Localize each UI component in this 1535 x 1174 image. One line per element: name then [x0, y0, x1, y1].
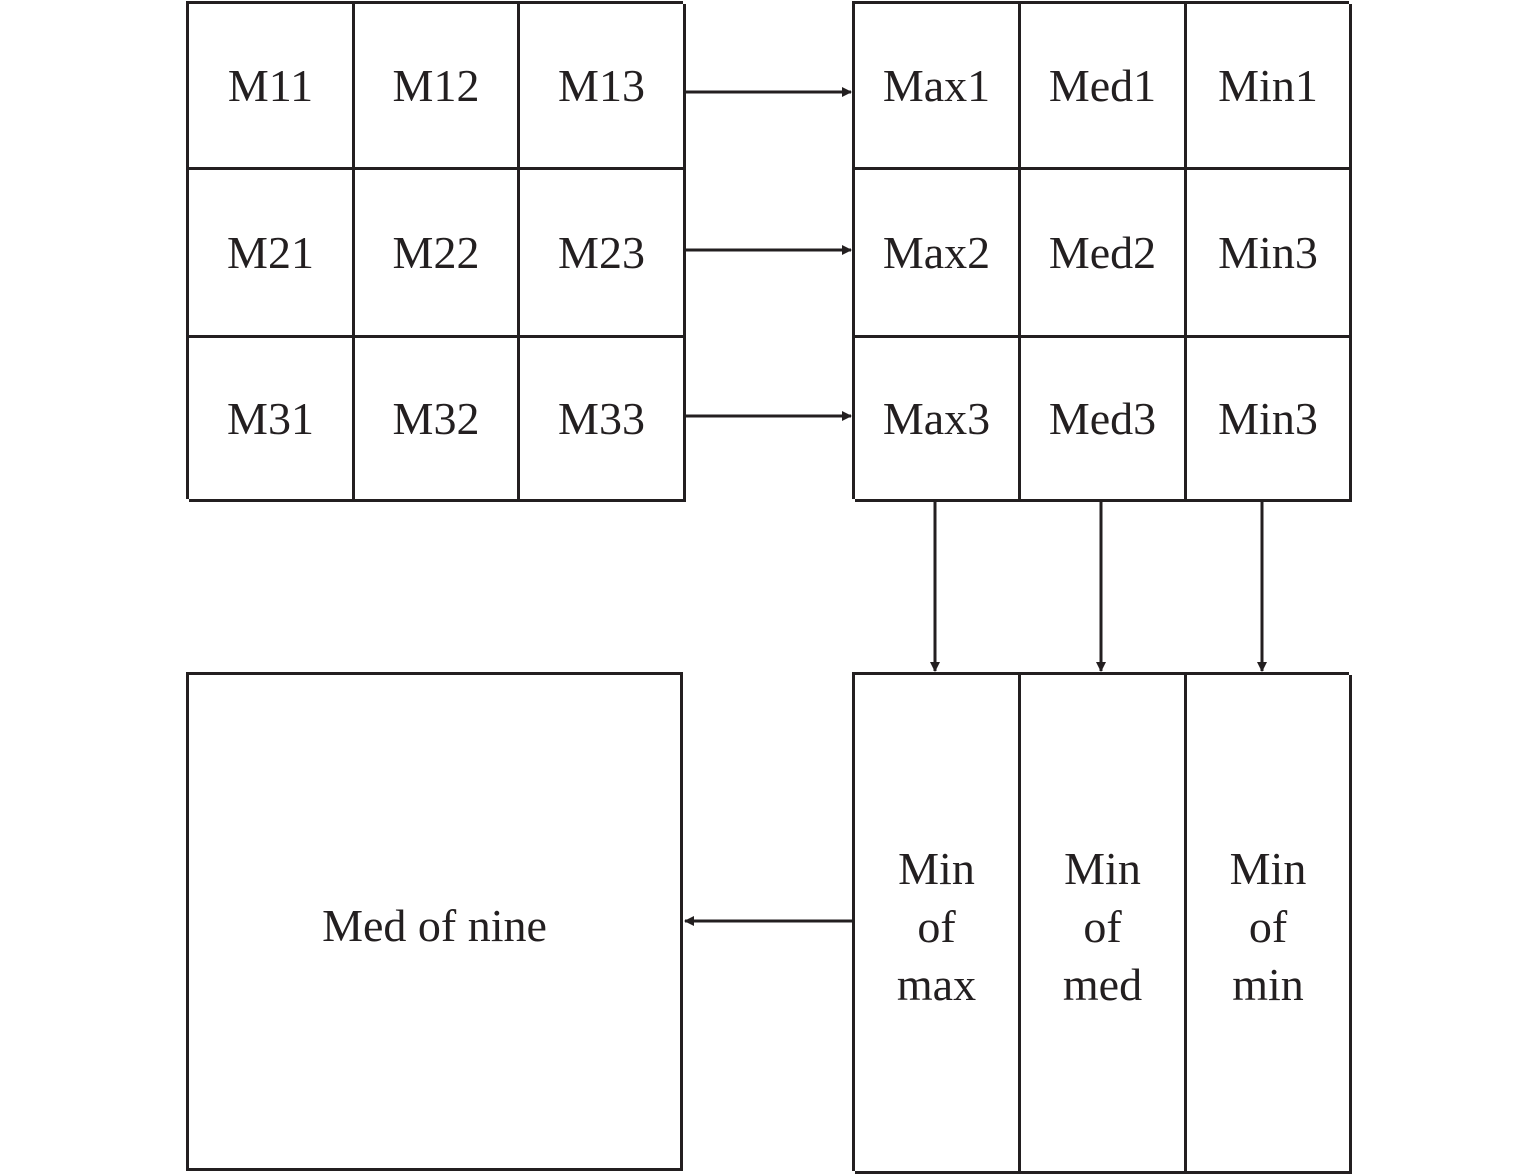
input-cell-m12: M12: [355, 4, 520, 170]
stage2-label-line: med: [1062, 959, 1143, 1010]
result-label: Med of nine: [322, 900, 547, 951]
input-cell-m21: M21: [189, 170, 355, 338]
stage2-label-line: min: [1232, 959, 1304, 1010]
sorted-cell-min-row2: Min3: [1187, 170, 1352, 338]
sorted-cell-med3: Med3: [1021, 338, 1187, 502]
sorted-cell-max2: Max2: [855, 170, 1021, 338]
sorted-cell-min-row3: Min3: [1187, 338, 1352, 502]
stage2-label-line: Min: [898, 843, 975, 894]
input-cell-m31: M31: [189, 338, 355, 502]
input-matrix-grid: M11 M12 M13 M21 M22 M23 M31 M32 M33: [186, 1, 686, 502]
input-cell-m13: M13: [520, 4, 686, 170]
sorted-cell-max1: Max1: [855, 4, 1021, 170]
sorted-cell-med1: Med1: [1021, 4, 1187, 170]
stage2-label-line: Min: [1064, 843, 1141, 894]
input-cell-m32: M32: [355, 338, 520, 502]
stage2-cell-min-of-max: Min of max: [855, 675, 1021, 1174]
sorted-cell-min1: Min1: [1187, 4, 1352, 170]
input-cell-m23: M23: [520, 170, 686, 338]
sorted-cell-max3: Max3: [855, 338, 1021, 502]
row-sorted-grid: Max1 Med1 Min1 Max2 Med2 Min3 Max3 Med3 …: [852, 1, 1352, 502]
input-cell-m33: M33: [520, 338, 686, 502]
stage2-label-line: Min: [1229, 843, 1307, 894]
sorted-cell-med2: Med2: [1021, 170, 1187, 338]
stage2-label-line: of: [917, 901, 956, 952]
stage2-cell-min-of-min: Min of min: [1187, 675, 1352, 1174]
stage2-label-line: of: [1083, 901, 1122, 952]
result-box: Med of nine: [186, 672, 683, 1171]
stage2-label-line: max: [896, 959, 977, 1010]
input-cell-m11: M11: [189, 4, 355, 170]
stage2-label-line: of: [1248, 901, 1288, 952]
input-cell-m22: M22: [355, 170, 520, 338]
column-stage-grid: Min of max Min of med Min of min: [852, 672, 1352, 1174]
stage2-cell-min-of-med: Min of med: [1021, 675, 1187, 1174]
